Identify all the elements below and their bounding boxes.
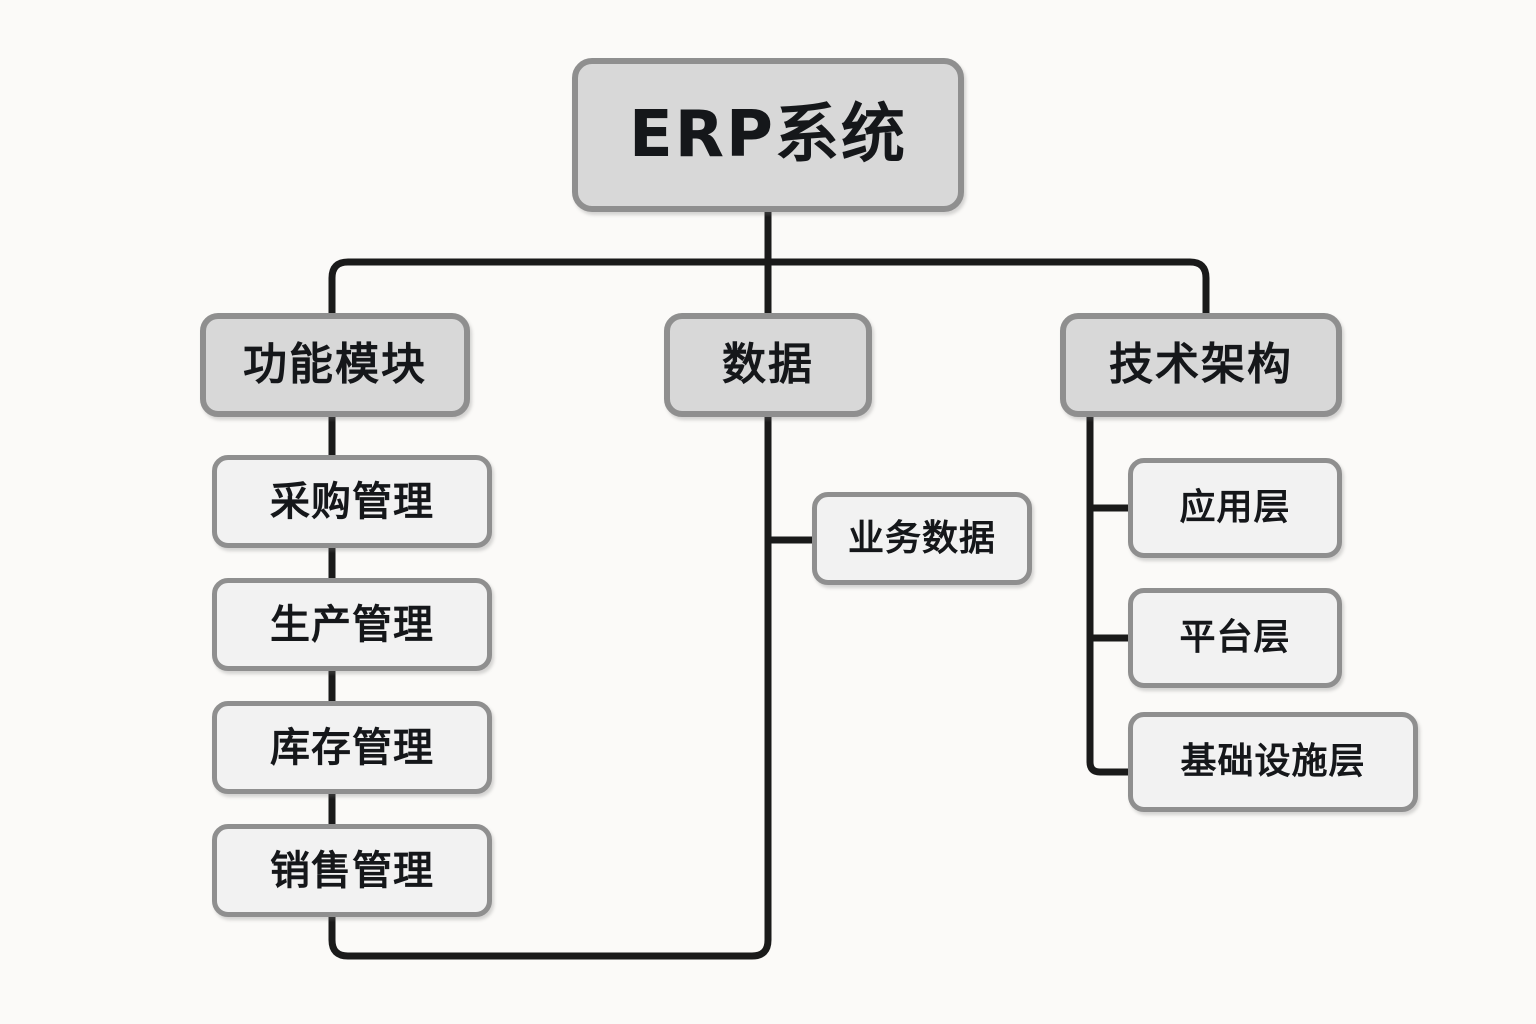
connector-sales-to-data-spine: [328, 917, 772, 960]
node-label: 业务数据: [847, 517, 996, 559]
node-label: 应用层: [1179, 487, 1291, 528]
node-leaf-sales-management[interactable]: 销售管理: [212, 824, 492, 917]
node-leaf-inventory-management[interactable]: 库存管理: [212, 701, 492, 794]
connector-bus-left: [328, 258, 768, 313]
node-root-erp-system[interactable]: ERP系统: [572, 58, 964, 212]
node-label: 销售管理: [270, 847, 434, 894]
node-label: 生产管理: [270, 601, 434, 648]
node-label: 技术架构: [1109, 339, 1293, 390]
node-branch-technical-architecture[interactable]: 技术架构: [1060, 313, 1342, 417]
node-leaf-platform-layer[interactable]: 平台层: [1128, 588, 1342, 688]
node-leaf-purchasing-management[interactable]: 采购管理: [212, 455, 492, 548]
node-leaf-infrastructure-layer[interactable]: 基础设施层: [1128, 712, 1418, 812]
node-label: 采购管理: [270, 478, 434, 525]
connector-bus-right: [768, 258, 1210, 313]
node-leaf-application-layer[interactable]: 应用层: [1128, 458, 1342, 558]
node-label: ERP系统: [629, 98, 907, 172]
connector-tech-spine: [1086, 417, 1128, 776]
node-label: 库存管理: [270, 724, 434, 771]
node-label: 功能模块: [243, 339, 427, 390]
node-leaf-business-data[interactable]: 业务数据: [812, 492, 1032, 585]
node-branch-functional-modules[interactable]: 功能模块: [200, 313, 470, 417]
node-label: 数据: [722, 339, 814, 390]
node-leaf-production-management[interactable]: 生产管理: [212, 578, 492, 671]
node-label: 基础设施层: [1180, 741, 1366, 782]
node-label: 平台层: [1179, 617, 1291, 658]
node-branch-data[interactable]: 数据: [664, 313, 872, 417]
